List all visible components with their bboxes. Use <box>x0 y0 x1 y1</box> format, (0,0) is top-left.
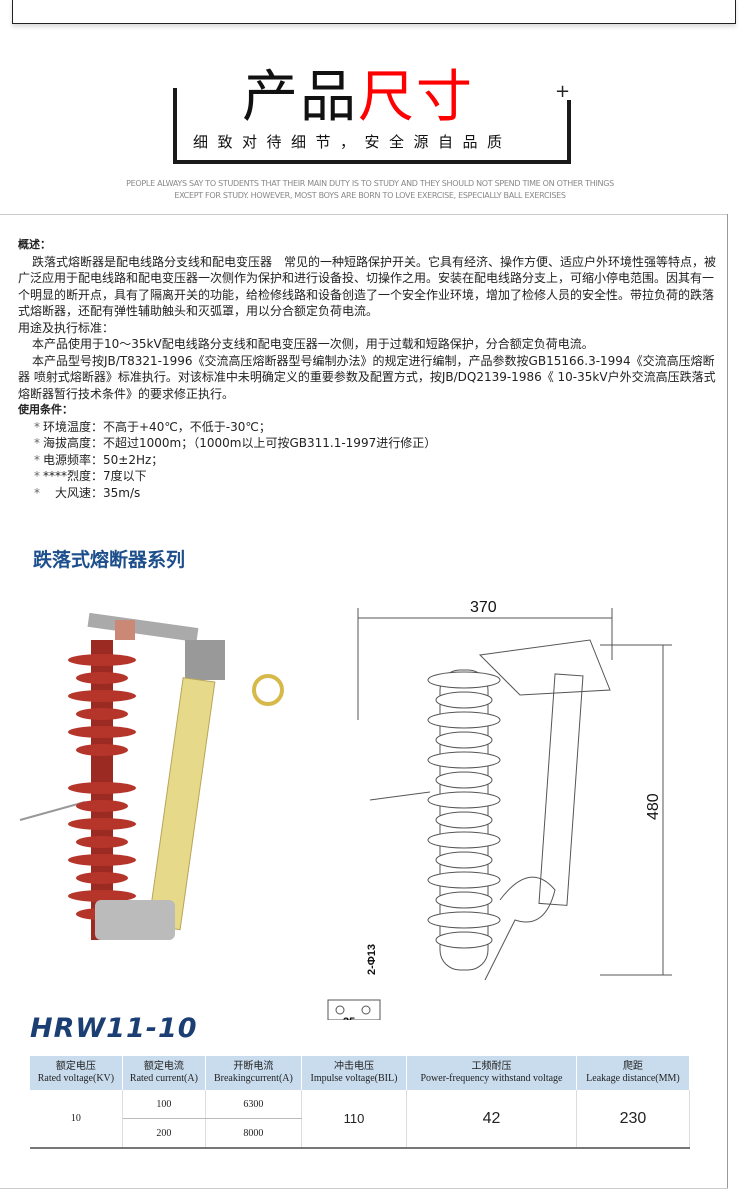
hole-spacing: 35 <box>343 1016 355 1020</box>
dimension-drawing <box>327 608 672 1020</box>
table-row: 10 100 6300 110 42 230 <box>30 1090 691 1149</box>
plus-icon: + <box>552 83 574 101</box>
top-banner-box <box>12 0 736 24</box>
width-dimension: 370 <box>470 599 497 616</box>
drawing-shed <box>435 691 493 709</box>
model-number: HRW11-10 <box>30 1013 198 1044</box>
drawing-shed <box>427 791 501 809</box>
drawing-shed <box>435 811 493 829</box>
drawing-shed <box>427 671 501 689</box>
drawing-shed <box>427 751 501 769</box>
drawing-shed <box>435 771 493 789</box>
drawing-shed <box>435 931 493 949</box>
series-title: 跌落式熔断器系列 <box>33 549 186 571</box>
section-subtitle: 细致对待细节，安全源自品质 <box>193 133 512 151</box>
condition-item: *****烈度：7度以下 <box>34 469 147 483</box>
insulator-shed <box>76 708 128 720</box>
condition-item: * 大风速：35m/s <box>34 485 141 500</box>
insulator-shed <box>68 726 136 738</box>
drawing-shed <box>427 831 501 849</box>
condition-item: *电源频率：50±2Hz； <box>34 452 164 467</box>
condition-item: *环境温度：不高于+40℃，不低于-30℃； <box>34 419 271 434</box>
conditions-heading: 使用条件： <box>18 403 73 416</box>
drawing-shed <box>435 851 493 869</box>
english-tagline: PEOPLE ALWAYS SAY TO STUDENTS THAT THEIR… <box>126 179 614 200</box>
fuse-photo <box>19 612 284 940</box>
condition-item: *海拔高度：不超过1000m；（1000m以上可按GB311.1-1997进行修… <box>34 436 437 450</box>
overview-paragraph: 跌落式熔断器是配电线路分支线和配电变压器 常见的一种短路保护开关。它具有经济、操… <box>18 254 717 319</box>
title-frame <box>173 88 571 164</box>
insulator-shed <box>76 800 128 812</box>
insulator-shed <box>68 818 136 830</box>
insulator-shed <box>68 654 136 666</box>
drawing-shed <box>435 731 493 749</box>
drawing-shed <box>427 871 501 889</box>
insulator-shed <box>76 836 128 848</box>
insulator-shed <box>68 690 136 702</box>
usage-heading: 用途及执行标准： <box>18 320 115 335</box>
overview-heading: 概述： <box>18 238 51 251</box>
drawing-shed <box>427 711 501 729</box>
hole-label: 2-Φ13 <box>366 944 378 975</box>
drawing-shed <box>435 891 493 909</box>
insulator-shed <box>76 872 128 884</box>
insulator-shed <box>68 782 136 794</box>
insulator-shed <box>68 854 136 866</box>
product-description: 概述： 跌落式熔断器是配电线路分支线和配电变压器 常见的一种短路保护开关。它具有… <box>18 237 724 501</box>
insulator-shed <box>76 672 128 684</box>
drawing-shed <box>427 911 501 929</box>
insulator-shed <box>76 744 128 756</box>
height-dimension: 480 <box>645 793 662 820</box>
section-title: 产品尺寸 <box>242 65 474 130</box>
table-row: 200 8000 <box>30 1118 690 1149</box>
insulator-shed <box>68 890 136 902</box>
product-illustration: 370 480 2-Φ13 35 <box>19 599 672 1020</box>
